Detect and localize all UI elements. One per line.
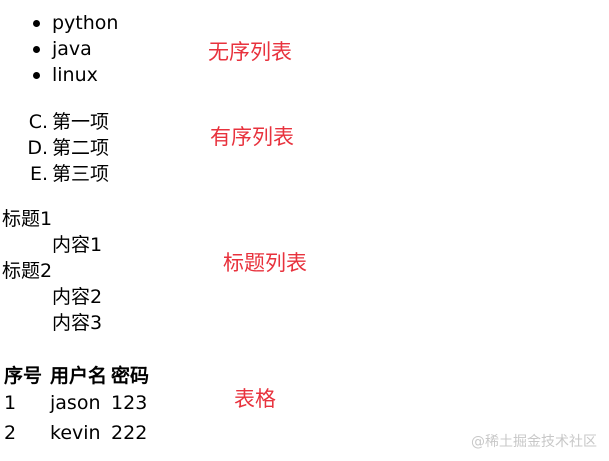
list-marker: E. — [29, 163, 48, 185]
list-item-text: 第二项 — [52, 137, 110, 159]
list-item-text: 第一项 — [52, 111, 110, 133]
list-item: E. 第三项 — [24, 161, 109, 187]
list-item: D. 第二项 — [24, 135, 109, 161]
list-item-text: 第三项 — [52, 163, 110, 185]
list-item: linux — [32, 62, 118, 88]
table-row: 2 kevin 222 — [4, 418, 153, 448]
definition-term: 标题2 — [2, 260, 53, 282]
table-header-cell: 序号 — [4, 364, 43, 387]
table-cell: 1 — [4, 392, 17, 414]
table-header-cell: 密码 — [111, 364, 150, 387]
definition-term: 标题1 — [2, 208, 53, 230]
table-header-cell: 用户名 — [50, 364, 108, 387]
definition-description: 内容1 — [52, 234, 103, 256]
definition-description: 内容2 — [52, 286, 103, 308]
list-item: C. 第一项 — [24, 109, 109, 135]
list-marker: C. — [28, 111, 48, 133]
definition-list-annotation: 标题列表 — [223, 251, 307, 275]
list-item: java — [32, 36, 118, 62]
table-cell: jason — [50, 392, 101, 414]
table-row: 1 jason 123 — [4, 388, 153, 418]
table-cell: kevin — [50, 422, 101, 444]
user-table: 序号 用户名 密码 1 jason 123 2 kevin 222 — [4, 360, 153, 448]
ordered-list-annotation: 有序列表 — [210, 125, 294, 149]
ordered-list: C. 第一项 D. 第二项 E. 第三项 — [24, 109, 109, 187]
definition-description: 内容3 — [52, 312, 103, 334]
definition-list: 标题1 内容1 标题2 内容2 内容3 — [2, 206, 102, 336]
list-item: python — [32, 12, 119, 34]
list-marker: D. — [27, 137, 48, 159]
watermark: @稀土掘金技术社区 — [471, 434, 597, 450]
table-cell: 123 — [111, 392, 148, 414]
unordered-list: python java linux — [32, 10, 119, 88]
table-cell: 2 — [4, 422, 17, 444]
table-annotation: 表格 — [234, 387, 276, 411]
table-cell: 222 — [111, 422, 148, 444]
unordered-list-annotation: 无序列表 — [208, 40, 292, 64]
table-header-row: 序号 用户名 密码 — [4, 360, 153, 388]
